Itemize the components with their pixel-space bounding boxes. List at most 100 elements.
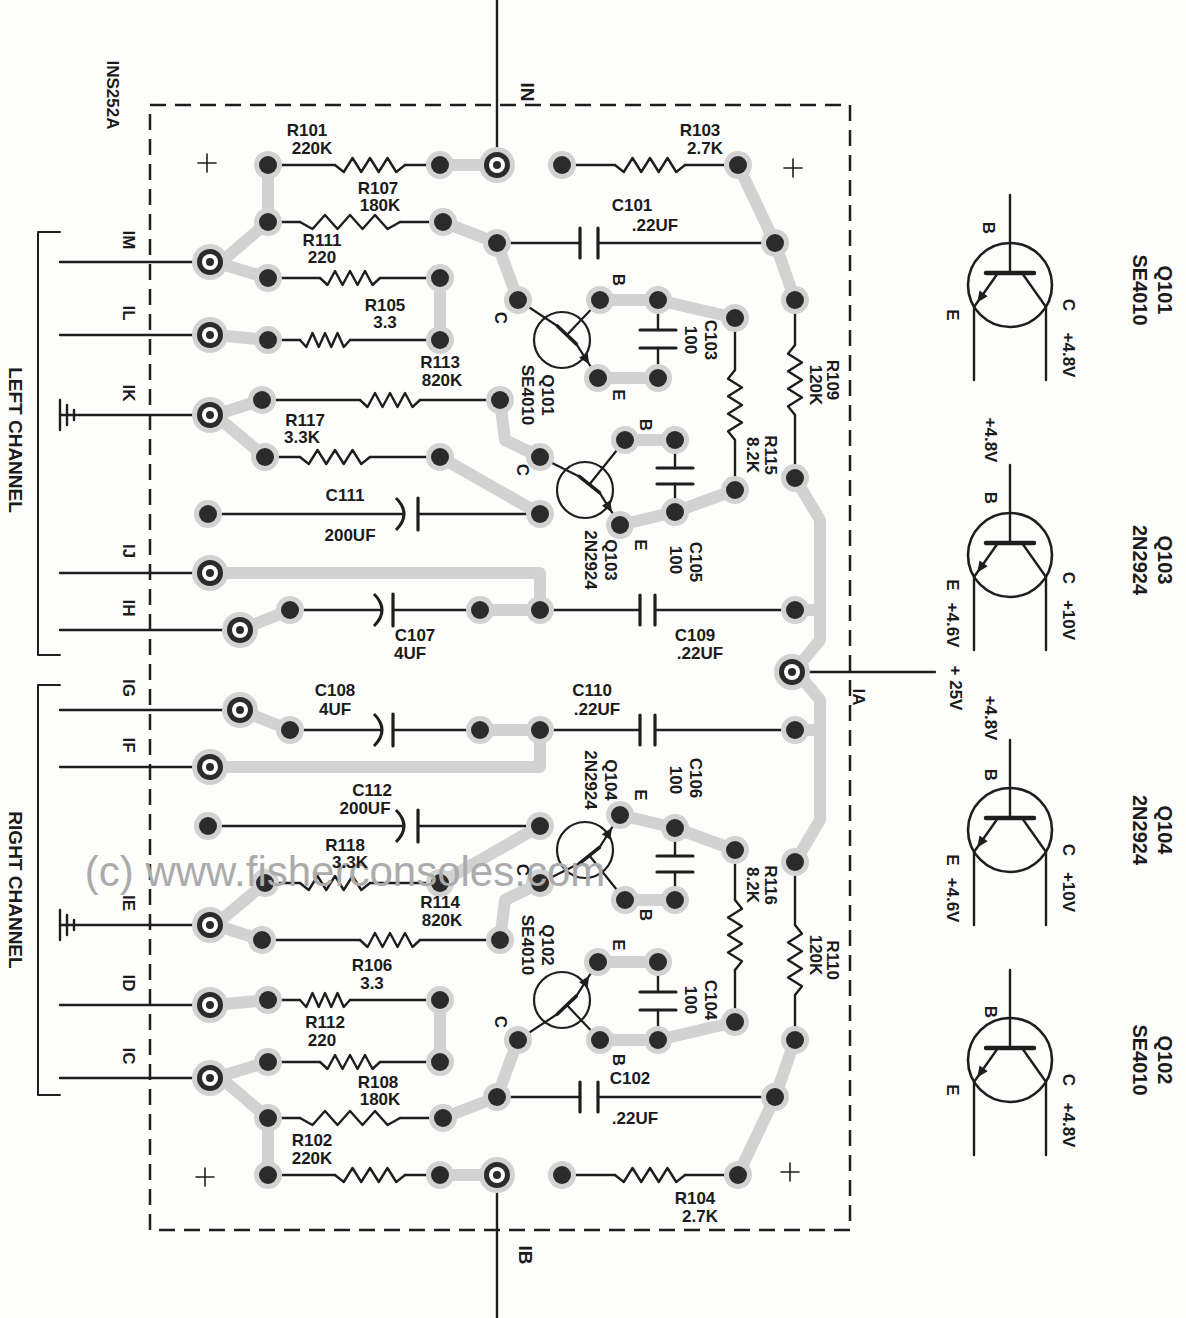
part-label: C106: [687, 758, 704, 799]
part-label: C: [1060, 299, 1077, 311]
part-label: E: [944, 854, 961, 865]
part-label: SE4010: [1130, 254, 1150, 325]
pad-halo: [466, 596, 494, 624]
terminal-eyelet: [202, 759, 218, 775]
resistor-symbol: [335, 158, 405, 172]
solder-pad: [591, 291, 609, 309]
terminal-eyelet: [197, 322, 223, 348]
solder-pad: [259, 213, 277, 231]
pad-halo: [222, 692, 258, 728]
part-label: IH: [120, 600, 137, 617]
resistor-symbol: [788, 345, 802, 415]
lead-wire: [60, 629, 226, 631]
part-label: IJ: [120, 544, 137, 558]
resistor-symbol: [300, 1111, 400, 1125]
resistor-symbol: [788, 925, 802, 995]
pad-halo: [466, 716, 494, 744]
solder-pad: [589, 369, 607, 387]
pad-halo: [192, 1060, 228, 1096]
solder-pad: [259, 1166, 277, 1184]
solder-pad: [553, 1166, 571, 1184]
pad-halo: [644, 286, 672, 314]
part-label: 100: [667, 546, 684, 574]
pad-halo: [222, 612, 258, 648]
solder-pad: [786, 1031, 804, 1049]
part-label: R103: [680, 122, 721, 139]
part-label: Q102: [539, 924, 556, 966]
pad-halo: [276, 596, 304, 624]
lead-wire: [60, 334, 196, 336]
terminal-eyelet: [232, 622, 248, 638]
solder-pad: [509, 291, 527, 309]
pad-halo: [192, 244, 228, 280]
pad-halo: [192, 555, 228, 591]
pad-halo: [192, 397, 228, 433]
part-label: R114: [420, 894, 460, 911]
capacitor-lead: [540, 609, 640, 611]
base-bar: [986, 271, 1034, 276]
terminal-eyelet: [232, 702, 248, 718]
pad-halo: [661, 886, 689, 914]
base-bar: [986, 816, 1034, 821]
part-label: C: [1060, 844, 1077, 856]
terminal-eyelet: [206, 1074, 214, 1082]
resistor-symbol: [360, 933, 420, 947]
part-label: .22UF: [677, 645, 723, 662]
part-label: B: [982, 492, 999, 504]
part-label: Q104: [1155, 806, 1175, 855]
copper-trace: [738, 165, 795, 300]
terminal-eyelet: [202, 407, 218, 423]
solder-pad: [786, 721, 804, 739]
capacitor-plate: [638, 715, 641, 745]
part-label: Q101: [539, 374, 556, 416]
emitter-arrow: [579, 976, 589, 988]
capacitor-lead: [540, 729, 640, 731]
part-label: C109: [675, 627, 716, 644]
base-bar: [986, 541, 1034, 546]
pad-halo: [761, 1083, 789, 1111]
pad-halo: [526, 812, 554, 840]
pad-halo: [192, 907, 228, 943]
base-lead: [1009, 195, 1011, 273]
capacitor-lead: [418, 513, 540, 515]
part-label: C107: [395, 627, 436, 644]
base-lead: [1009, 465, 1011, 543]
part-label: .22UF: [612, 1110, 658, 1127]
pad-halo: [526, 596, 554, 624]
pad-halo: [192, 317, 228, 353]
part-label: .22UF: [632, 217, 678, 234]
part-label: C: [492, 312, 509, 324]
part-label: SE4010: [1130, 1024, 1150, 1095]
solder-pad: [726, 841, 744, 859]
solder-pad: [649, 1031, 667, 1049]
part-label: B: [980, 222, 997, 234]
solder-pad: [726, 309, 744, 327]
solder-pad: [256, 448, 274, 466]
capacitor-plate: [657, 466, 693, 469]
part-label: +4.6V: [944, 878, 961, 923]
part-label: R109: [824, 360, 841, 401]
solder-pad: [259, 331, 277, 349]
part-label: 8.2K: [744, 867, 761, 903]
part-label: R118: [325, 837, 365, 854]
terminal-eyelet: [236, 706, 244, 714]
solder-pad: [431, 1166, 449, 1184]
part-label: 120K: [807, 935, 824, 976]
part-label: 180K: [360, 197, 401, 214]
part-label: LEFT CHANNEL: [6, 367, 25, 513]
solder-pad: [259, 991, 277, 1009]
solder-pad: [611, 516, 629, 534]
terminal-eyelet: [493, 161, 501, 169]
pad-halo: [606, 801, 634, 829]
part-label: IL: [120, 305, 137, 320]
pad-halo: [426, 1161, 454, 1189]
solder-pad: [666, 891, 684, 909]
pad-halo: [548, 151, 576, 179]
pad-halo: [661, 814, 689, 842]
pad-halo: [781, 848, 809, 876]
part-label: + 25V: [947, 666, 964, 711]
part-label: IE: [120, 895, 137, 911]
pad-halo: [611, 426, 639, 454]
part-label: 3.3K: [284, 429, 320, 446]
